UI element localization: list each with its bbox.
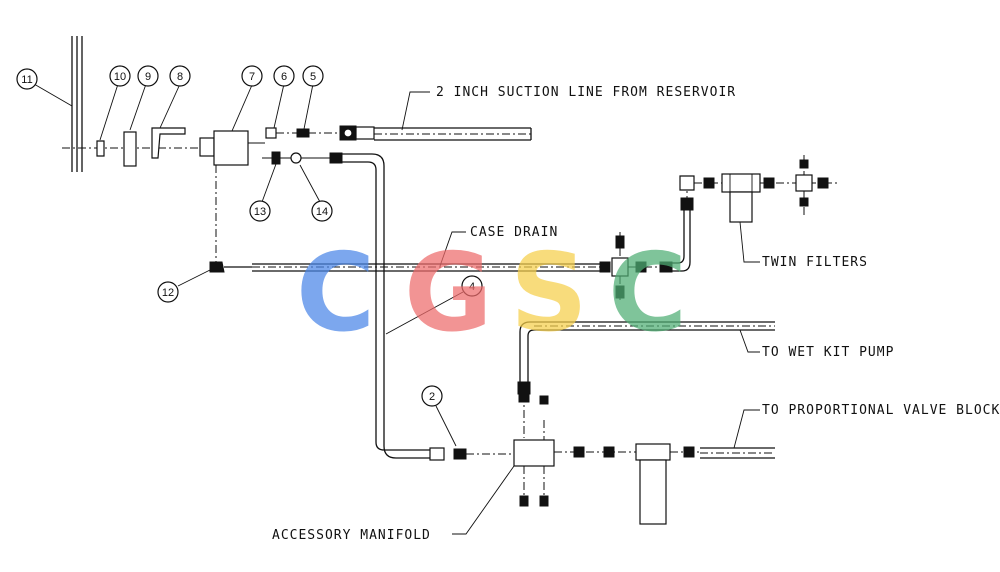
svg-text:10: 10: [114, 71, 126, 83]
label-case-drain: CASE DRAIN: [470, 225, 558, 240]
svg-text:13: 13: [254, 206, 266, 218]
part-8-bracket: [151, 127, 186, 159]
callout-6: 6: [273, 65, 295, 87]
watermark-letter-3: S: [510, 231, 588, 356]
filter-hose-end: [680, 197, 694, 211]
wet-kit-hose-outer: [519, 321, 775, 382]
label-twin-filters: TWIN FILTERS: [762, 255, 868, 270]
callout-2: 2: [421, 385, 443, 407]
watermark-letter-1: C: [296, 231, 375, 356]
twin-filters: [721, 155, 840, 223]
watermark-letter-4: C: [608, 231, 687, 356]
leader-lines: [33, 83, 760, 535]
watermark: C G S C: [296, 231, 687, 356]
part-9-shape: [123, 131, 137, 167]
callout-5: 5: [302, 65, 324, 87]
pressure-hose-outer: [342, 153, 430, 459]
filter-inlet-fitting: [703, 177, 715, 189]
watermark-letter-2: G: [404, 231, 493, 356]
filter-elbow: [679, 175, 695, 191]
part-10-shape: [96, 140, 105, 157]
pressure-filter: [635, 443, 775, 525]
callout-14: 14: [311, 200, 333, 222]
filter-hose-inner: [672, 210, 691, 272]
frame-rails: [71, 36, 83, 172]
pressure-fittings: [262, 151, 343, 165]
pressure-hose-inner: [342, 161, 430, 451]
part-7-pump: [199, 130, 265, 166]
callout-10: 10: [109, 65, 131, 87]
callout-4: 4: [461, 275, 483, 297]
part-12-elbow: [209, 261, 225, 273]
svg-text:4: 4: [469, 281, 475, 293]
svg-text:6: 6: [281, 71, 287, 83]
wet-kit-fitting: [518, 391, 530, 403]
filter-hose-outer: [672, 210, 685, 264]
callout-11: 11: [16, 68, 38, 90]
part-6-fitting: [265, 127, 277, 139]
callout-12: 12: [157, 281, 179, 303]
svg-text:9: 9: [145, 71, 151, 83]
callout-9: 9: [137, 65, 159, 87]
wet-kit-hose-inner: [527, 329, 775, 382]
hose-end-2: [453, 448, 467, 460]
label-proportional-valve: TO PROPORTIONAL VALVE BLOCK: [762, 403, 1000, 418]
svg-text:5: 5: [310, 71, 316, 83]
callout-8: 8: [169, 65, 191, 87]
svg-text:8: 8: [177, 71, 183, 83]
label-accessory-manifold: ACCESSORY MANIFOLD: [272, 528, 431, 543]
label-wet-kit-pump: TO WET KIT PUMP: [762, 345, 894, 360]
svg-text:7: 7: [249, 71, 255, 83]
accessory-manifold: [513, 395, 640, 507]
svg-text:11: 11: [21, 74, 32, 86]
callout-7: 7: [241, 65, 263, 87]
svg-text:2: 2: [429, 391, 435, 403]
part-2-fitting: [429, 447, 445, 461]
svg-text:14: 14: [316, 206, 328, 218]
case-drain-tee: [599, 232, 673, 302]
suction-hose: [339, 125, 532, 141]
callout-13: 13: [249, 200, 271, 222]
label-suction-line: 2 INCH SUCTION LINE FROM RESERVOIR: [436, 85, 736, 100]
svg-text:12: 12: [162, 287, 174, 299]
